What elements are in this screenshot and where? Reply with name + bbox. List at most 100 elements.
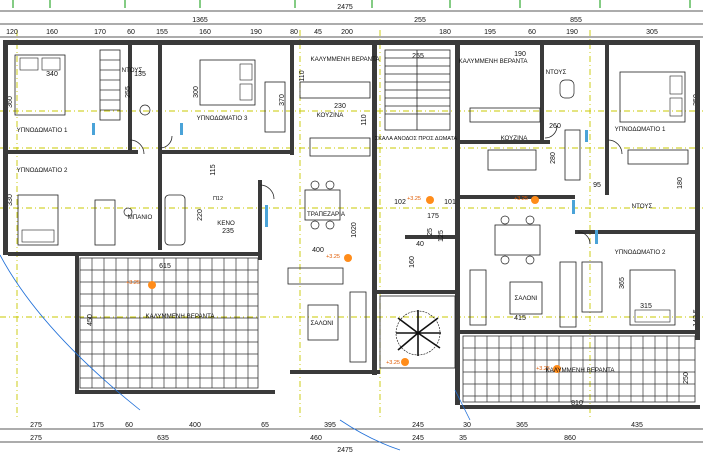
svg-text:1020: 1020 <box>351 222 358 238</box>
room-kitchen-left: ΚΟΥΖΙΝΑ <box>317 112 345 119</box>
room-veranda-top-left: ΚΑΛΥΜΜΕΝΗ ΒΕΡΑΝΤΑ <box>310 56 380 63</box>
svg-text:400: 400 <box>189 422 201 429</box>
wardrobes <box>94 49 689 313</box>
room-living-left: ΣΑΛΟΝΙ <box>311 320 334 327</box>
room-wc-left: ΝΤΟΥΣ <box>122 67 143 74</box>
room-living-right: ΣΑΛΟΝΙ <box>515 295 538 302</box>
svg-text:460: 460 <box>310 435 322 442</box>
svg-text:195: 195 <box>484 29 496 36</box>
svg-text:25: 25 <box>427 228 434 236</box>
bath-fixtures <box>123 79 575 246</box>
bed-left-1 <box>14 54 66 116</box>
svg-text:40: 40 <box>416 241 424 248</box>
room-bath: ΜΠΑΝΙΟ <box>128 214 153 221</box>
svg-text:80: 80 <box>290 29 298 36</box>
dining-table-left <box>304 180 341 230</box>
dim-top-855: 855 <box>570 17 582 24</box>
svg-text:315: 315 <box>640 303 652 310</box>
svg-text:260: 260 <box>549 123 561 130</box>
dim-top-total: 2475 <box>337 4 353 11</box>
svg-text:860: 860 <box>564 435 576 442</box>
top-dimension-lines <box>0 10 703 38</box>
svg-text:120: 120 <box>6 29 18 36</box>
svg-text:155: 155 <box>156 29 168 36</box>
svg-text:300: 300 <box>193 86 200 98</box>
room-bed1-right: ΥΠΝΟΔΩΜΑΤΙΟ 1 <box>615 126 666 133</box>
svg-text:245: 245 <box>412 435 424 442</box>
svg-text:365: 365 <box>619 277 626 289</box>
svg-text:30: 30 <box>463 422 471 429</box>
svg-text:60: 60 <box>125 422 133 429</box>
svg-text:45: 45 <box>314 29 322 36</box>
svg-text:180: 180 <box>677 177 684 189</box>
courtyard-plant <box>379 295 456 369</box>
walls <box>3 40 700 409</box>
svg-text:115: 115 <box>210 164 217 175</box>
level-label: +3.25 <box>407 196 421 202</box>
svg-text:255: 255 <box>125 86 132 98</box>
room-veranda-right: ΚΑΛΥΜΜΕΝΗ ΒΕΡΑΝΤΑ <box>545 367 615 374</box>
svg-text:110: 110 <box>299 70 306 81</box>
level-markers <box>148 196 561 373</box>
dim-bottom-row1: 275 175 60 400 65 395 245 30 365 435 <box>30 422 643 429</box>
room-bed3: ΥΠΝΟΔΩΜΑΤΙΟ 3 <box>197 115 248 122</box>
veranda-left-tiles <box>79 257 259 389</box>
svg-text:60: 60 <box>127 29 135 36</box>
level-label: +3.25 <box>514 196 528 202</box>
dim-top-row2: 120 160 170 60 155 160 190 80 45 200 180… <box>6 29 658 36</box>
level-label: +3.25 <box>386 360 400 366</box>
svg-text:275: 275 <box>30 435 42 442</box>
room-bed2-left: ΥΠΝΟΔΩΜΑΤΙΟ 2 <box>17 167 68 174</box>
svg-text:400: 400 <box>312 247 324 254</box>
svg-text:635: 635 <box>157 435 169 442</box>
room-veranda-top-right: ΚΑΛΥΜΜΕΝΗ ΒΕΡΑΝΤΑ <box>458 58 528 65</box>
svg-text:102: 102 <box>394 199 406 206</box>
svg-text:340: 340 <box>46 71 58 78</box>
svg-text:235: 235 <box>222 228 234 235</box>
svg-text:305: 305 <box>646 29 658 36</box>
svg-text:275: 275 <box>30 422 42 429</box>
dim-top-1365: 1365 <box>192 17 208 24</box>
svg-text:365: 365 <box>516 422 528 429</box>
bottom-dimension-lines <box>0 428 703 443</box>
room-void: ΚΕΝΟ <box>217 220 235 227</box>
room-wc-right-top: ΝΤΟΥΣ <box>546 69 567 76</box>
svg-text:200: 200 <box>341 29 353 36</box>
svg-text:255: 255 <box>412 53 424 60</box>
room-bed2-right: ΥΠΝΟΔΩΜΑΤΙΟ 2 <box>615 249 666 256</box>
svg-text:170: 170 <box>94 29 106 36</box>
svg-text:190: 190 <box>566 29 578 36</box>
svg-text:95: 95 <box>593 182 601 189</box>
level-label: +3.25 <box>126 280 140 286</box>
svg-text:250: 250 <box>683 372 690 384</box>
room-dining: ΤΡΑΠΕΖΑΡΙΑ <box>307 211 346 218</box>
bed-3 <box>199 59 256 106</box>
svg-text:230: 230 <box>334 103 346 110</box>
dim-left-360: 360 <box>7 96 14 108</box>
sofa-left <box>287 267 367 363</box>
svg-text:160: 160 <box>199 29 211 36</box>
room-kitchen-right: ΚΟΥΖΙΝΑ <box>501 135 529 142</box>
svg-text:810: 810 <box>571 400 583 407</box>
kitchen-right-counter <box>469 107 581 181</box>
svg-text:395: 395 <box>324 422 336 429</box>
staircase <box>384 49 451 131</box>
sofa-right <box>469 261 577 328</box>
stair-note: ΣΚΑΛΑ ΑΝΟΔΟΣ ΠΡΟΣ ΔΩΜΑΤΑ <box>375 136 458 142</box>
room-veranda-left: ΚΑΛΥΜΜΕΝΗ ΒΕΡΑΝΤΑ <box>145 313 215 320</box>
dim-bottom-row2: 275 635 460 245 35 860 <box>30 435 576 442</box>
dim-bottom-total: 2475 <box>337 447 353 453</box>
svg-text:160: 160 <box>409 256 416 268</box>
void-code: Π12 <box>213 196 223 202</box>
room-bed1-left: ΥΠΝΟΔΩΜΑΤΙΟ 1 <box>17 127 68 134</box>
svg-text:125: 125 <box>438 230 445 242</box>
dim-top-255: 255 <box>414 17 426 24</box>
bed-left-2 <box>17 194 59 246</box>
site-curves <box>0 254 471 451</box>
svg-text:435: 435 <box>631 422 643 429</box>
dim-left-330: 330 <box>7 194 14 206</box>
bed-right-1 <box>619 71 686 123</box>
svg-text:35: 35 <box>459 435 467 442</box>
svg-text:370: 370 <box>279 94 286 106</box>
